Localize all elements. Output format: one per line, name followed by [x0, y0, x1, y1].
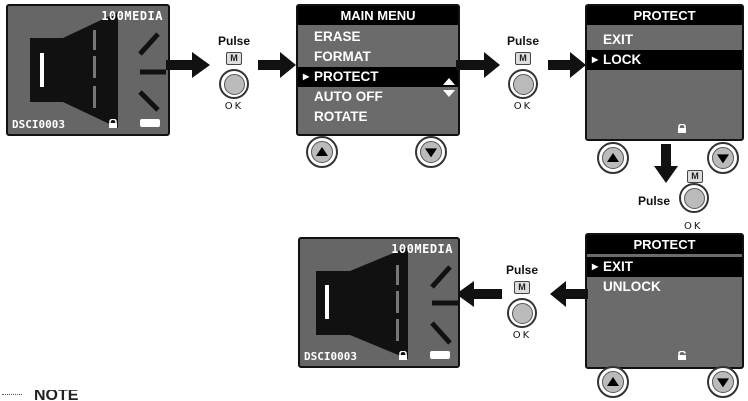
up-button[interactable] [597, 142, 629, 174]
m-key-icon: M [687, 170, 703, 183]
pulse-button-group[interactable]: Pulse M OK [206, 34, 262, 112]
menu-item-exit[interactable]: EXIT [603, 32, 634, 47]
battery-icon [430, 351, 450, 359]
m-key-icon: M [514, 281, 530, 294]
speaker-image [316, 247, 458, 359]
selection-pointer-icon: ▶ [592, 55, 599, 64]
pulse-label: Pulse [505, 263, 538, 277]
filename-label: DSCI0003 [12, 118, 65, 131]
down-button[interactable] [415, 136, 447, 168]
arrow-left-icon [456, 281, 502, 307]
lock-icon [678, 124, 686, 133]
folder-label: 100MEDIA [391, 242, 453, 256]
arrow-left-icon [550, 281, 588, 307]
protect-unlock-screen: PROTECT ▶EXIT UNLOCK [585, 233, 744, 369]
lock-icon [109, 119, 117, 128]
menu-item-rotate[interactable]: ROTATE [314, 109, 368, 124]
protect-title: PROTECT [587, 235, 742, 254]
speaker-image [30, 12, 166, 128]
pulse-label: Pulse [506, 34, 539, 48]
note-fragment [2, 394, 22, 398]
protect-title: PROTECT [587, 6, 742, 25]
arrow-right-icon [456, 52, 500, 78]
ok-button[interactable] [219, 69, 249, 99]
ok-button[interactable] [508, 69, 538, 99]
menu-item-protect[interactable]: ▶PROTECT [298, 67, 458, 87]
ok-button[interactable] [507, 298, 537, 328]
arrow-right-icon [258, 52, 296, 78]
battery-icon [140, 119, 160, 127]
selection-pointer-icon: ▶ [592, 262, 599, 271]
thumbnail-screen-1: 100MEDIA DSCI0003 [6, 4, 170, 136]
down-button[interactable] [707, 366, 739, 398]
menu-item-exit[interactable]: ▶EXIT [587, 257, 742, 277]
m-key-icon: M [226, 52, 242, 65]
pulse-button-group[interactable]: Pulse M OK [494, 263, 550, 341]
arrow-right-icon [166, 52, 210, 78]
pulse-label: Pulse [638, 194, 671, 208]
folder-label: 100MEDIA [101, 9, 163, 23]
unlock-icon [678, 351, 686, 360]
menu-item-lock[interactable]: ▶LOCK [587, 50, 742, 70]
ok-label: OK [512, 330, 532, 341]
main-menu-screen: MAIN MENU ERASE FORMAT ▶PROTECT AUTO OFF… [296, 4, 460, 136]
menu-item-unlock[interactable]: UNLOCK [603, 279, 661, 294]
main-menu-title: MAIN MENU [298, 6, 458, 25]
thumbnail-screen-2: 100MEDIA DSCI0003 [298, 237, 460, 368]
menu-item-auto-off[interactable]: AUTO OFF [314, 89, 383, 104]
menu-item-format[interactable]: FORMAT [314, 49, 371, 64]
filename-label: DSCI0003 [304, 350, 357, 363]
lock-icon [399, 351, 407, 360]
selection-pointer-icon: ▶ [303, 72, 310, 81]
up-button[interactable] [306, 136, 338, 168]
pulse-label: Pulse [217, 34, 250, 48]
arrow-right-icon [548, 52, 586, 78]
scroll-indicator-icon [443, 78, 455, 97]
ok-label: OK [224, 101, 244, 112]
m-key-icon: M [515, 52, 531, 65]
ok-label: OK [684, 221, 703, 232]
ok-button[interactable] [679, 183, 709, 213]
menu-item-erase[interactable]: ERASE [314, 29, 361, 44]
ok-label: OK [513, 101, 533, 112]
note-heading: NOTE [34, 390, 79, 401]
arrow-down-icon [654, 144, 678, 183]
up-button[interactable] [597, 366, 629, 398]
protect-lock-screen: PROTECT EXIT ▶LOCK [585, 4, 744, 141]
pulse-button-group[interactable]: Pulse M OK [495, 34, 551, 112]
down-button[interactable] [707, 142, 739, 174]
